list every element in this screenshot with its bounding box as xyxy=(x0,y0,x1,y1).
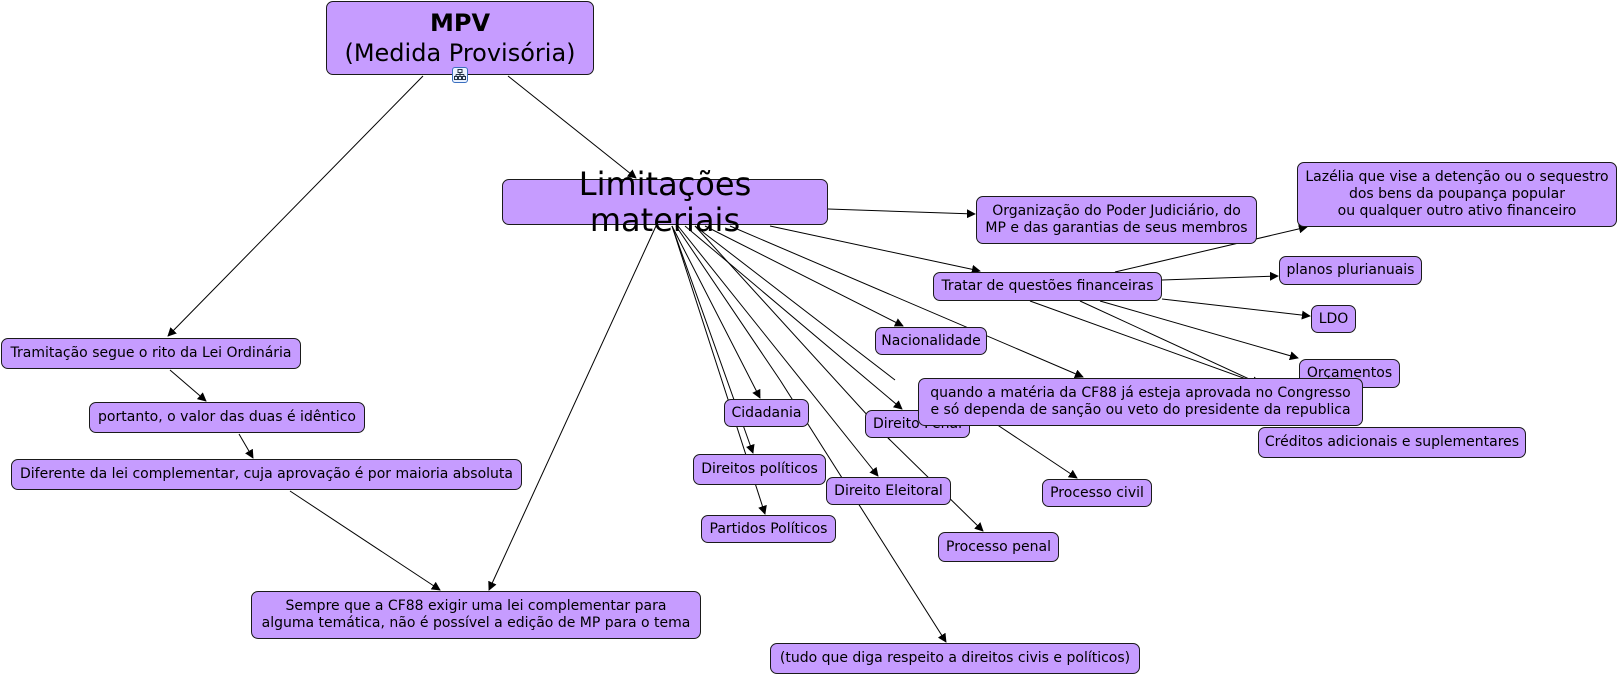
edge-segment xyxy=(675,225,781,381)
node-diferente-lei-complementar[interactable]: Diferente da lei complementar, cuja apro… xyxy=(11,459,522,490)
node-label: Créditos adicionais e suplementares xyxy=(1264,434,1520,450)
edge-tratar-to-planos xyxy=(1161,271,1279,281)
node-sempre-que-cf88[interactable]: Sempre que a CF88 exigir uma lei complem… xyxy=(251,591,701,639)
node-nacionalidade[interactable]: Nacionalidade xyxy=(875,327,987,355)
edge-segment xyxy=(694,225,891,441)
node-label: Limitações materiais xyxy=(578,165,752,239)
node-mpv[interactable]: MPV (Medida Provisória) xyxy=(326,1,594,75)
node-label: planos plurianuais xyxy=(1286,262,1415,278)
edge-limitacoes-to-cidadania xyxy=(671,225,761,399)
edge-root-to-tramitacao xyxy=(167,75,424,337)
edge-tratar-to-lazelia xyxy=(1114,224,1308,273)
edge-limitacoes-to-nacionalidade xyxy=(704,225,904,327)
node-tudo-direitos-civis-politicos[interactable]: (tudo que diga respeito a direitos civis… xyxy=(770,643,1140,674)
node-mpv-subtitle: (Medida Provisória) xyxy=(344,39,576,67)
edge-limitacoes-to-direito_eleitoral xyxy=(677,225,879,477)
node-label: Tratar de questões financeiras xyxy=(941,278,1154,294)
node-tramitacao[interactable]: Tramitação segue o rito da Lei Ordinária xyxy=(1,338,301,369)
node-label: Nacionalidade xyxy=(881,332,981,349)
node-direitos-politicos[interactable]: Direitos políticos xyxy=(693,454,826,485)
node-organizacao-poder-judiciario[interactable]: Organização do Poder Judiciário, do MP e… xyxy=(976,196,1257,244)
node-label: Sempre que a CF88 exigir uma lei complem… xyxy=(261,598,691,631)
node-label: Partidos Políticos xyxy=(709,520,828,537)
node-ldo[interactable]: LDO xyxy=(1311,305,1356,333)
node-portanto[interactable]: portanto, o valor das duas é idêntico xyxy=(89,402,365,433)
node-label: (tudo que diga respeito a direitos civis… xyxy=(779,650,1131,666)
node-label: Direito Eleitoral xyxy=(834,482,943,499)
edge-segment xyxy=(694,225,896,381)
node-mpv-title: MPV xyxy=(429,9,491,37)
edge-limitacoes-to-tratar xyxy=(769,225,981,274)
node-label: quando a matéria da CF88 já esteja aprov… xyxy=(930,385,1351,418)
node-limitacoes-materiais[interactable]: Limitações materiais xyxy=(502,166,828,238)
node-processo-penal[interactable]: Processo penal xyxy=(938,532,1059,562)
edge-limitacoes-to-organizacao xyxy=(827,208,976,219)
node-label: Cidadania xyxy=(731,404,802,421)
edge-limitacoes-to-sempre xyxy=(488,225,657,591)
node-label: Processo penal xyxy=(946,538,1051,555)
node-processo-civil[interactable]: Processo civil xyxy=(1042,479,1152,507)
node-quando-materia-aprovada[interactable]: quando a matéria da CF88 já esteja aprov… xyxy=(918,378,1363,426)
edge-tratar-to-orcamentos xyxy=(1099,300,1299,361)
edge-limitacoes-to-processo_civil xyxy=(989,419,1078,479)
concept-map-submap-icon[interactable] xyxy=(452,67,468,83)
node-label: Organização do Poder Judiciário, do MP e… xyxy=(985,203,1248,236)
node-partidos-politicos[interactable]: Partidos Políticos xyxy=(701,515,836,543)
edge-diferente-to-sempre xyxy=(289,490,441,591)
edge-root-to-limitacoes xyxy=(507,75,637,179)
edge-segment xyxy=(1029,300,1261,385)
node-label: Diferente da lei complementar, cuja apro… xyxy=(20,466,513,482)
node-direito-eleitoral[interactable]: Direito Eleitoral xyxy=(826,477,951,505)
node-label: Processo civil xyxy=(1050,484,1144,501)
node-label: Direitos políticos xyxy=(701,461,818,477)
node-label: Orçamentos xyxy=(1306,365,1393,381)
node-label: portanto, o valor das duas é idêntico xyxy=(98,409,356,425)
edge-limitacoes-to-direito_penal xyxy=(684,225,903,410)
edge-tratar-to-ldo xyxy=(1161,298,1311,320)
node-label: Tramitação segue o rito da Lei Ordinária xyxy=(10,345,292,361)
node-lazelia[interactable]: Lazélia que vise a detenção ou o sequest… xyxy=(1297,162,1617,227)
node-label: Lazélia que vise a detenção ou o sequest… xyxy=(1305,169,1609,219)
edge-tratar-to-creditos xyxy=(1079,300,1261,385)
node-tratar-questoes-financeiras[interactable]: Tratar de questões financeiras xyxy=(933,272,1162,301)
node-planos-plurianuais[interactable]: planos plurianuais xyxy=(1279,256,1422,285)
edge-portanto-to-diferente xyxy=(238,433,254,459)
node-creditos-adicionais[interactable]: Créditos adicionais e suplementares xyxy=(1258,427,1526,458)
node-cidadania[interactable]: Cidadania xyxy=(724,399,809,427)
edge-limitacoes-to-quando xyxy=(729,225,1084,378)
edge-tramitacao-to-portanto xyxy=(169,369,207,402)
node-label: LDO xyxy=(1318,310,1349,327)
